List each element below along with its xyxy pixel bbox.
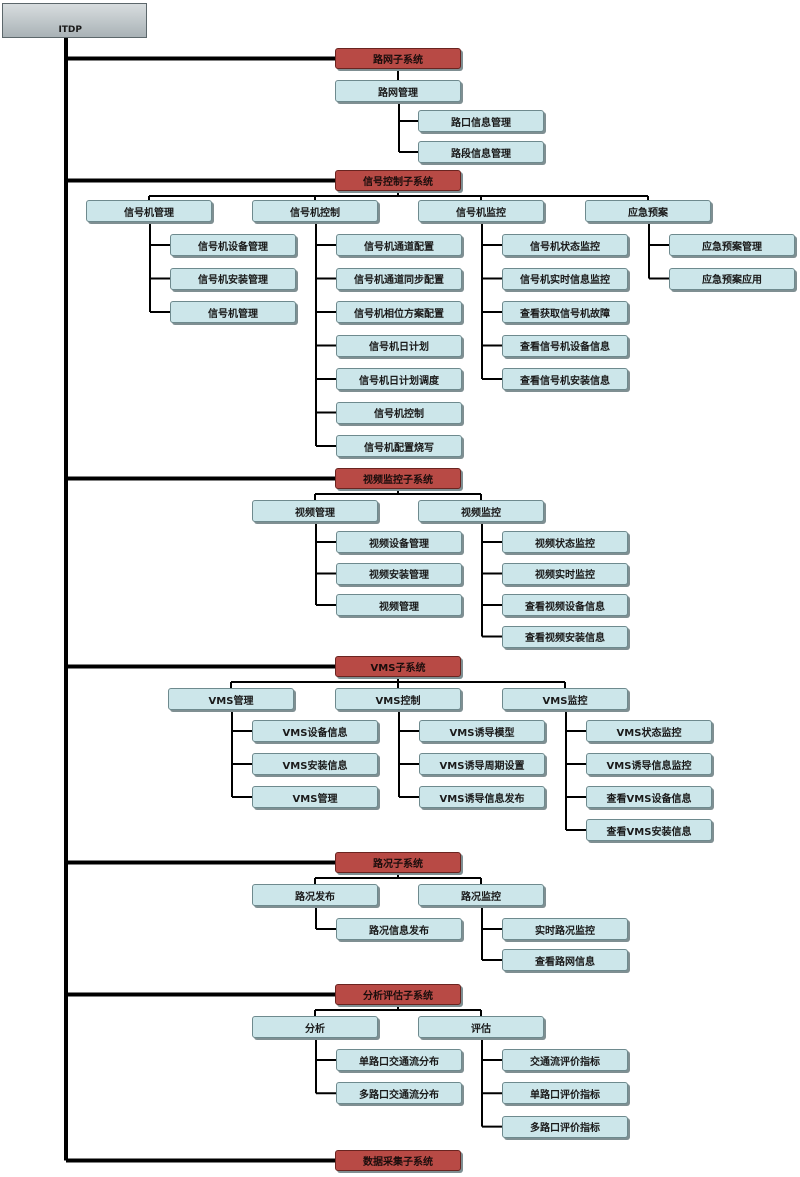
subsystem-node: VMS子系统 (335, 656, 461, 677)
module-node: 信号机监控 (418, 200, 544, 222)
function-node: 信号机控制 (336, 401, 462, 424)
module-node: 信号机控制 (252, 200, 378, 222)
function-node: 信号机通道配置 (336, 234, 462, 256)
subsystem-node: 分析评估子系统 (335, 984, 461, 1005)
function-node: 信号机日计划调度 (336, 368, 462, 390)
module-node: 评估 (418, 1016, 544, 1038)
module-node: 路况发布 (252, 884, 378, 906)
function-node: 单路口评价指标 (502, 1082, 628, 1105)
function-node: VMS诱导模型 (419, 720, 545, 742)
module-node: 视频监控 (418, 500, 544, 522)
function-node: 信号机设备管理 (170, 234, 296, 256)
module-node: 路网管理 (335, 80, 461, 102)
subsystem-node: 数据采集子系统 (335, 1150, 461, 1171)
module-node: VMS监控 (502, 688, 628, 710)
function-node: VMS诱导周期设置 (419, 753, 545, 775)
module-node: 信号机管理 (86, 200, 212, 222)
function-node: 信号机相位方案配置 (336, 301, 462, 323)
function-node: 应急预案应用 (669, 267, 795, 290)
function-node: 多路口交通流分布 (336, 1082, 462, 1105)
function-node: 查看信号机设备信息 (502, 334, 628, 357)
function-node: 视频管理 (336, 594, 462, 616)
function-node: 单路口交通流分布 (336, 1049, 462, 1071)
function-node: 信号机通道同步配置 (336, 267, 462, 290)
function-node: 实时路况监控 (502, 918, 628, 940)
function-node: 查看视频安装信息 (502, 625, 628, 648)
function-node: 路口信息管理 (418, 110, 544, 132)
function-node: VMS设备信息 (252, 720, 378, 742)
subsystem-node: 视频监控子系统 (335, 468, 461, 489)
function-node: 信号机实时信息监控 (502, 267, 628, 290)
function-node: 查看视频设备信息 (502, 594, 628, 616)
function-node: 多路口评价指标 (502, 1115, 628, 1138)
function-node: 查看获取信号机故障 (502, 301, 628, 323)
subsystem-node: 路况子系统 (335, 852, 461, 873)
function-node: VMS诱导信息发布 (419, 786, 545, 808)
function-node: 信号机管理 (170, 301, 296, 323)
module-node: 应急预案 (585, 200, 711, 222)
function-node: VMS管理 (252, 786, 378, 808)
function-node: 视频安装管理 (336, 562, 462, 585)
function-node: 信号机安装管理 (170, 267, 296, 290)
function-node: 应急预案管理 (669, 234, 795, 256)
function-node: 查看路网信息 (502, 949, 628, 971)
function-node: 查看VMS安装信息 (586, 819, 712, 841)
module-node: VMS控制 (335, 688, 461, 710)
function-node: 路况信息发布 (336, 918, 462, 940)
function-node: 信号机状态监控 (502, 234, 628, 256)
function-node: 路段信息管理 (418, 141, 544, 163)
root-node: ITDP (2, 3, 147, 38)
function-node: 查看VMS设备信息 (586, 786, 712, 808)
function-node: 视频设备管理 (336, 531, 462, 553)
function-node: 视频状态监控 (502, 531, 628, 553)
module-node: 分析 (252, 1016, 378, 1038)
module-node: 视频管理 (252, 500, 378, 522)
function-node: VMS状态监控 (586, 720, 712, 742)
module-node: 路况监控 (418, 884, 544, 906)
function-node: 视频实时监控 (502, 562, 628, 585)
function-node: VMS诱导信息监控 (586, 753, 712, 775)
subsystem-node: 路网子系统 (335, 48, 461, 69)
function-node: 查看信号机安装信息 (502, 368, 628, 390)
function-node: 信号机配置烧写 (336, 435, 462, 457)
function-node: 信号机日计划 (336, 334, 462, 357)
function-node: 交通流评价指标 (502, 1049, 628, 1071)
function-node: VMS安装信息 (252, 753, 378, 775)
module-node: VMS管理 (168, 688, 294, 710)
subsystem-node: 信号控制子系统 (335, 170, 461, 191)
